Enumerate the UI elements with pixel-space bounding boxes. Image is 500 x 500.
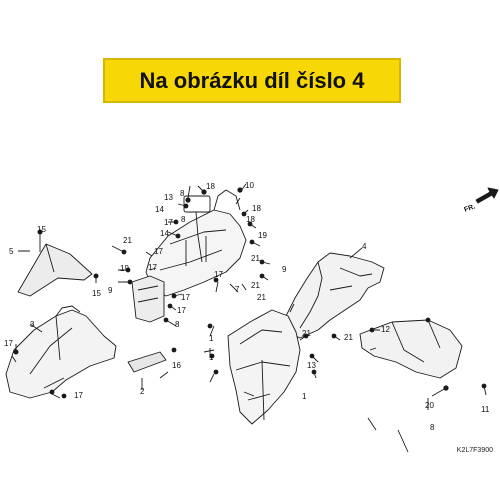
callout-21a: 21	[251, 281, 260, 290]
banner-text: Na obrázku díl číslo 4	[139, 67, 365, 93]
callout-18b: 18	[252, 204, 261, 213]
callout-1a: 1	[209, 353, 214, 362]
callout-9: 10	[245, 181, 254, 190]
callout-17d: 17	[164, 218, 173, 227]
callout-7: 8	[430, 423, 435, 432]
callout-8c: 9	[108, 286, 113, 295]
diagram-code: K2L7F3900	[456, 447, 493, 454]
fr-arrow	[475, 187, 499, 204]
part-number-banner: Na obrázku díl číslo 4	[103, 58, 401, 103]
callout-13c: 19	[258, 231, 267, 240]
callout-18a: 18	[206, 182, 215, 191]
callout-10: 11	[481, 405, 490, 414]
callout-17h: 17	[177, 306, 186, 315]
callout-8d: 8	[175, 320, 180, 329]
callout-1b: 1	[209, 334, 214, 343]
callout-21e: 21	[251, 254, 260, 263]
callout-21d: 21	[344, 333, 353, 342]
callout-2: 2	[140, 387, 145, 396]
callout-17b: 17	[74, 391, 83, 400]
callout-15b: 15	[92, 289, 101, 298]
callout-6: 7	[235, 285, 240, 294]
part-5-cover	[17, 243, 93, 297]
callout-13a: 13	[164, 193, 173, 202]
callout-17g: 17	[181, 293, 190, 302]
license-bracket	[131, 275, 165, 323]
callout-11: 12	[381, 325, 390, 334]
callout-13b: 14	[160, 229, 169, 238]
callout-16: 16	[172, 361, 181, 370]
callout-4: 4	[362, 242, 367, 251]
callout-14a: 14	[155, 205, 164, 214]
callout-15a: 15	[37, 225, 46, 234]
callout-8b: 8	[181, 215, 186, 224]
callout-17e: 17	[154, 247, 163, 256]
callout-17a: 17	[4, 339, 13, 348]
callout-17f: 17	[148, 263, 157, 272]
callout-18d: 19	[120, 264, 129, 273]
callout-19: 20	[425, 401, 434, 410]
callout-18c: 18	[246, 215, 255, 224]
callout-21b: 21	[257, 293, 266, 302]
callout-21c: 21	[302, 329, 311, 338]
callout-1c: 1	[302, 392, 307, 401]
callout-17c: 17	[214, 270, 223, 279]
callout-8a: 8	[180, 189, 185, 198]
part-7-side-cover	[359, 319, 463, 379]
part-4-inner-fender	[284, 252, 385, 339]
callout-3: 3	[30, 320, 35, 329]
part-2-reflector	[127, 351, 167, 373]
part-3-rear-cowl	[5, 309, 117, 399]
callout-20: 21	[123, 236, 132, 245]
callout-5: 5	[9, 247, 14, 256]
fr-label: FR.	[463, 203, 476, 213]
callout-12: 13	[307, 361, 316, 370]
part-1-lower-fender	[227, 309, 301, 425]
callout-14b: 9	[282, 265, 287, 274]
